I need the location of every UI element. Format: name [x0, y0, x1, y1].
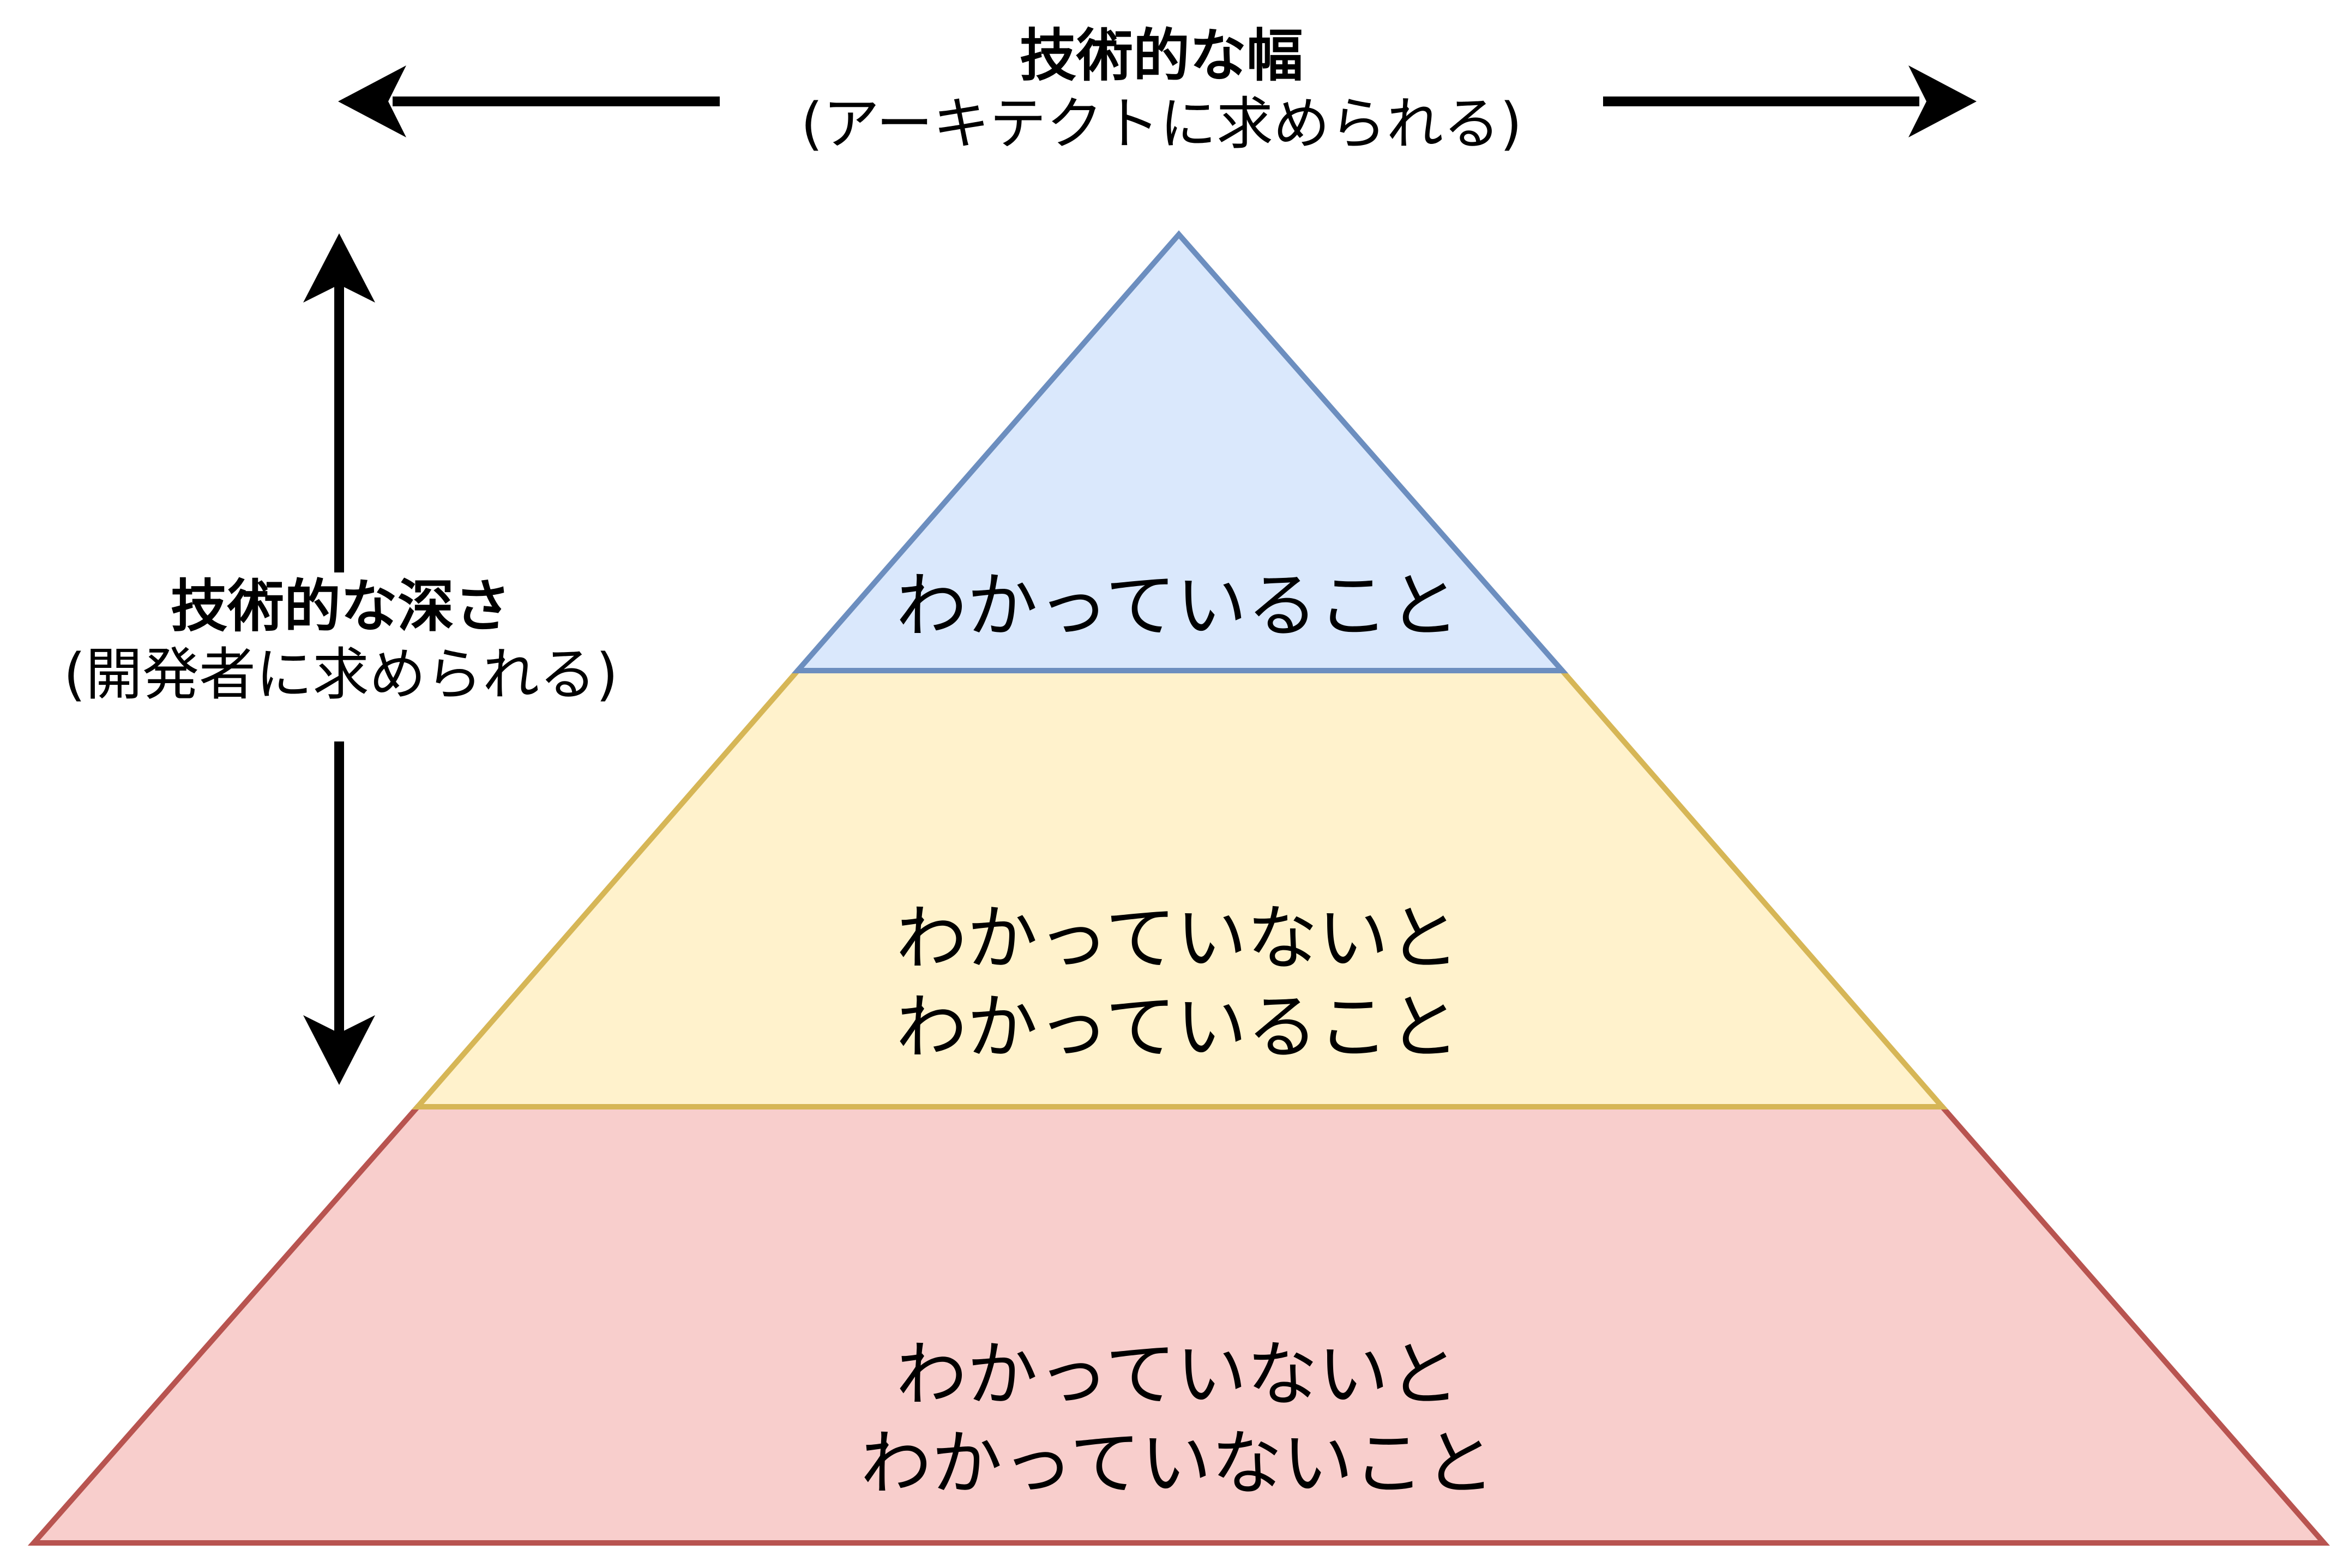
tier-top-label: わかっていること: [807, 562, 1549, 650]
tier-bottom-line: わかっていないこと: [860, 1421, 1495, 1505]
tier-bottom-line: わかっていないと: [896, 1333, 1460, 1416]
tier-top-line: わかっていること: [896, 564, 1460, 647]
tier-middle-line: わかっていないと: [896, 897, 1460, 980]
tier-middle-label: わかっていないと わかっていること: [807, 894, 1549, 1071]
pyramid-tier-top: [791, 230, 1569, 673]
depth-arrow: [303, 233, 375, 1085]
technical-depth-subtitle: (開発者に求められる): [63, 641, 618, 708]
width-arrow: [338, 65, 1977, 137]
depth-arrow-top-head: [303, 233, 375, 303]
width-arrow-right-head: [1908, 65, 1977, 137]
technical-breadth-label: 技術的な幅 (アーキテクトに求められる): [720, 22, 1603, 158]
technical-breadth-title: 技術的な幅: [1019, 22, 1303, 89]
width-arrow-left-head: [338, 65, 406, 137]
technical-depth-title: 技術的な深さ: [170, 573, 511, 640]
technical-breadth-subtitle: (アーキテクトに求められる): [800, 90, 1522, 157]
tier-middle-line: わかっていること: [896, 985, 1460, 1069]
tier-bottom-label: わかっていないと わかっていないこと: [752, 1330, 1603, 1507]
depth-arrow-bottom-head: [303, 1015, 375, 1085]
technical-depth-label: 技術的な深さ (開発者に求められる): [11, 572, 671, 709]
